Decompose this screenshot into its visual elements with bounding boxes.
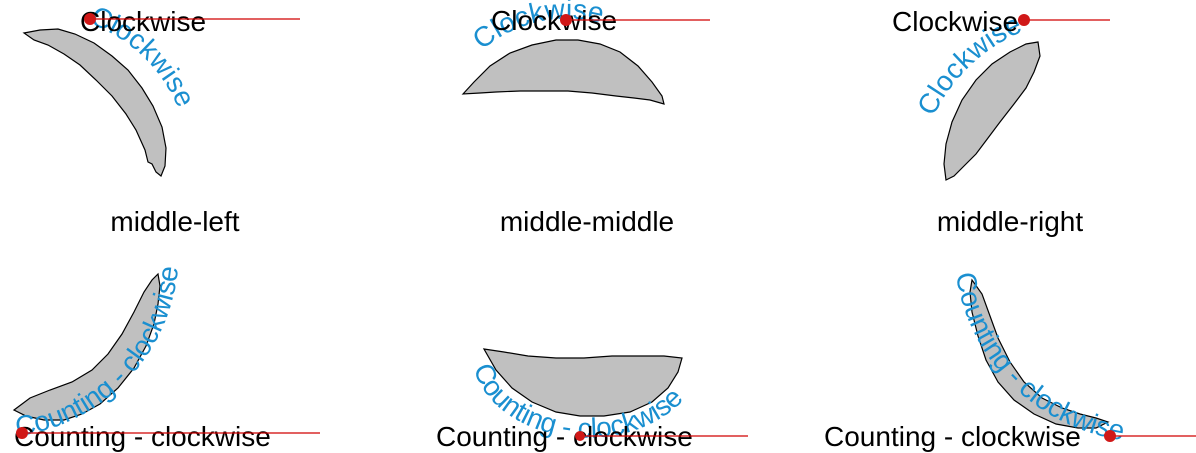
- crescent-shape: [482, 348, 683, 417]
- crescent-shape: [943, 41, 1041, 181]
- row-label-middle-left: middle-left: [110, 206, 239, 237]
- anchor-point: [1104, 430, 1116, 442]
- plain-text: Clockwise: [892, 6, 1018, 37]
- row-label-middle-middle: middle-middle: [500, 206, 674, 237]
- path-text: Counting - clockwise: [950, 269, 1127, 446]
- panel-bottom-right: Counting - clockwise Counting - clockwis…: [824, 269, 1196, 452]
- panel-top-right: Clockwise Clockwise: [892, 6, 1110, 181]
- row-label-middle-right: middle-right: [937, 206, 1083, 237]
- plain-text: Counting - clockwise: [14, 421, 271, 452]
- crescent-shape: [461, 39, 665, 105]
- panel-bottom-middle: Counting - clockwise Counting - clockwis…: [436, 348, 748, 452]
- crescent-shape: [12, 272, 161, 421]
- anchor-point: [575, 431, 585, 441]
- anchor-point: [84, 13, 96, 25]
- path-text: Counting - clockwise: [13, 264, 185, 442]
- crescent-shape: [969, 278, 1110, 429]
- crescent-shape: [22, 28, 167, 177]
- panel-top-left: Clockwise Clockwise: [22, 0, 300, 177]
- plain-text: Counting - clockwise: [824, 421, 1081, 452]
- anchor-point: [16, 427, 28, 439]
- anchor-point: [1018, 14, 1030, 26]
- anchor-point: [560, 14, 572, 26]
- panel-top-middle: Clockwise Clockwise: [461, 0, 710, 105]
- plain-text: Clockwise: [80, 6, 206, 37]
- panel-bottom-left: Counting - clockwise Counting - clockwis…: [13, 264, 320, 452]
